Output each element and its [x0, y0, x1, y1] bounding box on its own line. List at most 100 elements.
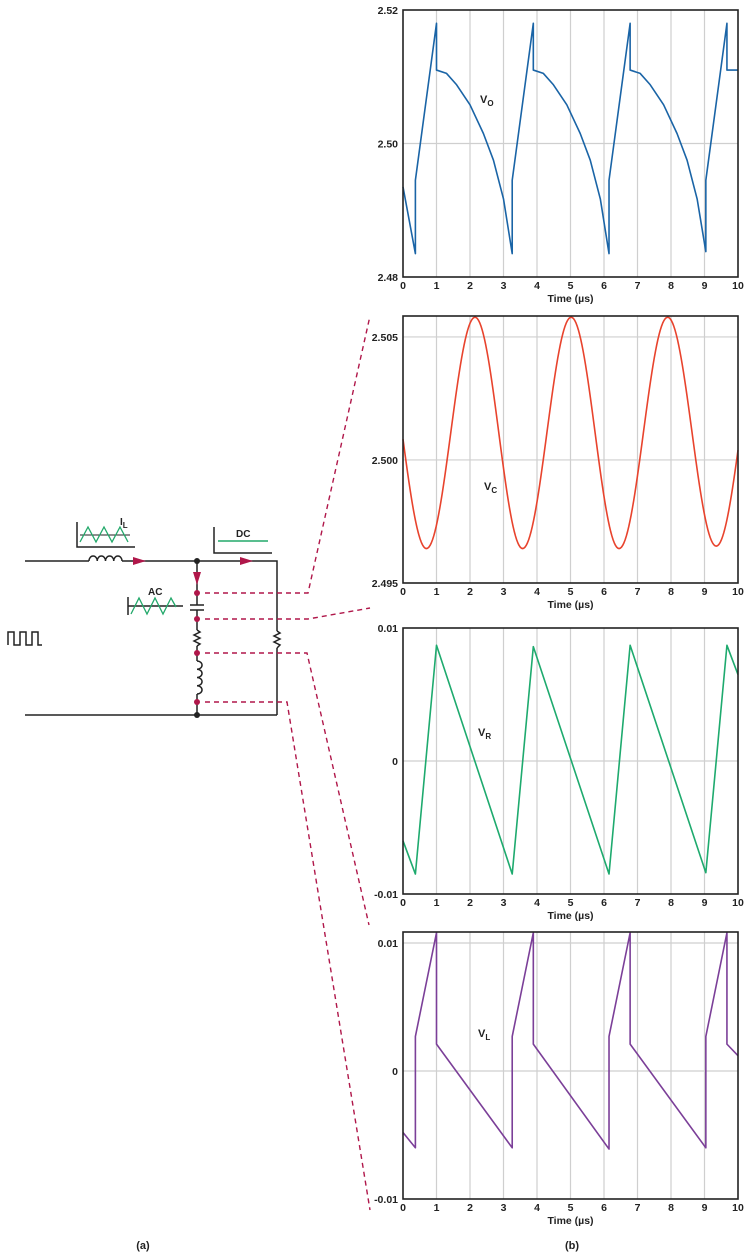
x-tick-label: 7: [635, 1202, 641, 1214]
x-tick-label: 2: [467, 586, 473, 598]
x-tick-label: 5: [568, 897, 574, 909]
x-tick-label: 6: [601, 586, 607, 598]
x-tick-label: 3: [501, 586, 507, 598]
x-tick-label: 1: [434, 897, 440, 909]
x-tick-label: 8: [668, 586, 674, 598]
x-tick-label: 9: [702, 280, 708, 292]
x-tick-label: 0: [400, 586, 406, 598]
top-wire: [25, 560, 278, 715]
x-tick-label: 2: [467, 1202, 473, 1214]
probe-line-esr: [205, 652, 370, 926]
x-tick-label: 7: [635, 586, 641, 598]
x-tick-label: 5: [568, 1202, 574, 1214]
x-tick-label: 9: [702, 1202, 708, 1214]
esl-voltage-label: VL: [478, 1028, 490, 1042]
y-tick-label: 0.01: [378, 623, 399, 635]
x-tick-label: 10: [732, 1202, 744, 1214]
y-tick-label: 2.48: [378, 272, 399, 284]
probe-line-output: [205, 315, 371, 594]
y-tick-label: -0.01: [374, 1194, 398, 1206]
capacitor-current-arrow-icon: [193, 572, 201, 585]
x-axis-title: Time (µs): [547, 1215, 593, 1227]
ac-inset: AC: [127, 587, 183, 616]
inductor-current-inset: IL: [76, 517, 135, 548]
probe-line-capacitor: [205, 607, 371, 620]
x-axis-title: Time (µs): [547, 599, 593, 611]
x-tick-label: 4: [534, 280, 540, 292]
probe-dot-esl: [194, 699, 200, 705]
y-tick-label: 0: [392, 756, 398, 768]
x-axis-title: Time (µs): [547, 293, 593, 305]
x-tick-label: 0: [400, 897, 406, 909]
x-tick-label: 0: [400, 280, 406, 292]
x-tick-label: 8: [668, 1202, 674, 1214]
inductor-current-arrow-icon: [133, 557, 146, 565]
x-tick-label: 7: [635, 897, 641, 909]
inductor-current-waveform: [79, 525, 129, 544]
x-tick-label: 4: [534, 586, 540, 598]
x-tick-label: 2: [467, 897, 473, 909]
x-tick-label: 0: [400, 1202, 406, 1214]
y-tick-label: 0.01: [378, 938, 399, 950]
y-tick-label: 0: [392, 1066, 398, 1078]
x-tick-label: 1: [434, 586, 440, 598]
y-tick-label: 2.52: [378, 5, 399, 17]
ac-label: AC: [148, 587, 162, 598]
x-tick-label: 10: [732, 586, 744, 598]
x-tick-label: 3: [501, 280, 507, 292]
plot-frame: [402, 315, 739, 584]
inductor-current-label: IL: [120, 517, 128, 530]
panel-label-a: (a): [136, 1240, 150, 1252]
y-tick-label: 2.50: [378, 139, 399, 151]
output-voltage-series-line: [402, 22, 738, 255]
capacitor-icon: [190, 604, 204, 611]
capacitor-voltage-label: VC: [484, 481, 497, 495]
panel-label-b: (b): [565, 1240, 579, 1252]
ac-waveform: [130, 596, 177, 616]
square-wave-source-icon: [7, 631, 42, 646]
x-tick-label: 10: [732, 280, 744, 292]
x-tick-label: 3: [501, 897, 507, 909]
probe-line-esl: [205, 701, 371, 1211]
esr-voltage-series-line: [402, 644, 739, 875]
esr-voltage-label: VR: [478, 727, 491, 741]
series-inductor-icon: [88, 555, 123, 562]
x-tick-label: 9: [702, 897, 708, 909]
x-tick-label: 5: [568, 586, 574, 598]
load-current-arrow-icon: [240, 557, 253, 565]
dc-inset: DC: [213, 527, 272, 554]
x-tick-label: 7: [635, 280, 641, 292]
load-resistor-zigzag: [272, 630, 282, 649]
y-tick-label: 2.495: [372, 578, 398, 590]
dc-label: DC: [236, 529, 250, 540]
y-tick-label: 2.505: [372, 332, 398, 344]
x-tick-label: 8: [668, 897, 674, 909]
plot-frame: [402, 9, 739, 278]
esl-voltage-series-line: [402, 931, 739, 1150]
y-tick-label: -0.01: [374, 889, 398, 901]
probe-dot-output: [194, 590, 200, 596]
output-voltage-label: VO: [480, 94, 494, 108]
x-tick-label: 2: [467, 280, 473, 292]
x-tick-label: 6: [601, 280, 607, 292]
junction-dot-top: [194, 558, 200, 564]
plot-frame: [402, 931, 739, 1200]
x-tick-label: 4: [534, 1202, 540, 1214]
probe-dot-capacitor: [194, 616, 200, 622]
x-tick-label: 3: [501, 1202, 507, 1214]
x-tick-label: 5: [568, 280, 574, 292]
x-tick-label: 6: [601, 1202, 607, 1214]
probe-dot-esr: [194, 650, 200, 656]
x-tick-label: 10: [732, 897, 744, 909]
esl-inductor-icon: [196, 660, 203, 695]
x-tick-label: 1: [434, 280, 440, 292]
y-tick-label: 2.500: [372, 455, 398, 467]
x-tick-label: 8: [668, 280, 674, 292]
capacitor-voltage-series-line: [402, 316, 739, 550]
